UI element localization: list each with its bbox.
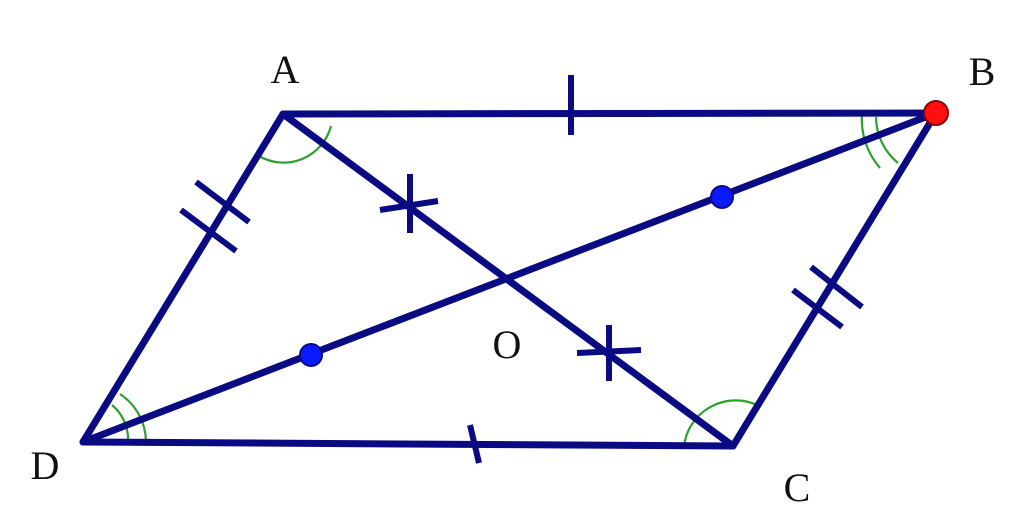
label-a: A: [270, 47, 300, 92]
cross-ac-2-h: [576, 347, 642, 356]
diagonal-bd: [79, 109, 940, 446]
angle-arc-d-2: [119, 393, 148, 443]
tick-ad-1: [194, 179, 251, 225]
label-c: C: [783, 465, 811, 510]
angle-arc-a: [258, 125, 333, 164]
dot-od: [299, 343, 323, 367]
label-b: B: [968, 49, 996, 94]
side-da: [79, 110, 287, 446]
dot-bo: [710, 185, 734, 209]
label-o: O: [492, 322, 522, 367]
midpoint-dots: [299, 185, 734, 367]
vertex-b-point[interactable]: [923, 100, 949, 126]
cross-ac-1-h: [379, 198, 439, 213]
angle-arc-d-1: [111, 404, 130, 443]
side-cd: [79, 438, 737, 450]
angle-arc-c: [682, 399, 758, 447]
tick-bc-1: [809, 264, 864, 310]
side-ab: [279, 109, 940, 118]
tick-bc-2: [791, 287, 844, 330]
side-bc: [729, 109, 940, 450]
label-d: D: [30, 443, 60, 488]
tick-dc: [467, 424, 482, 464]
shape-lines: [79, 109, 940, 450]
tick-marks: [179, 75, 864, 464]
tick-ad-2: [179, 207, 238, 254]
angle-arc-b-2: [874, 116, 899, 164]
